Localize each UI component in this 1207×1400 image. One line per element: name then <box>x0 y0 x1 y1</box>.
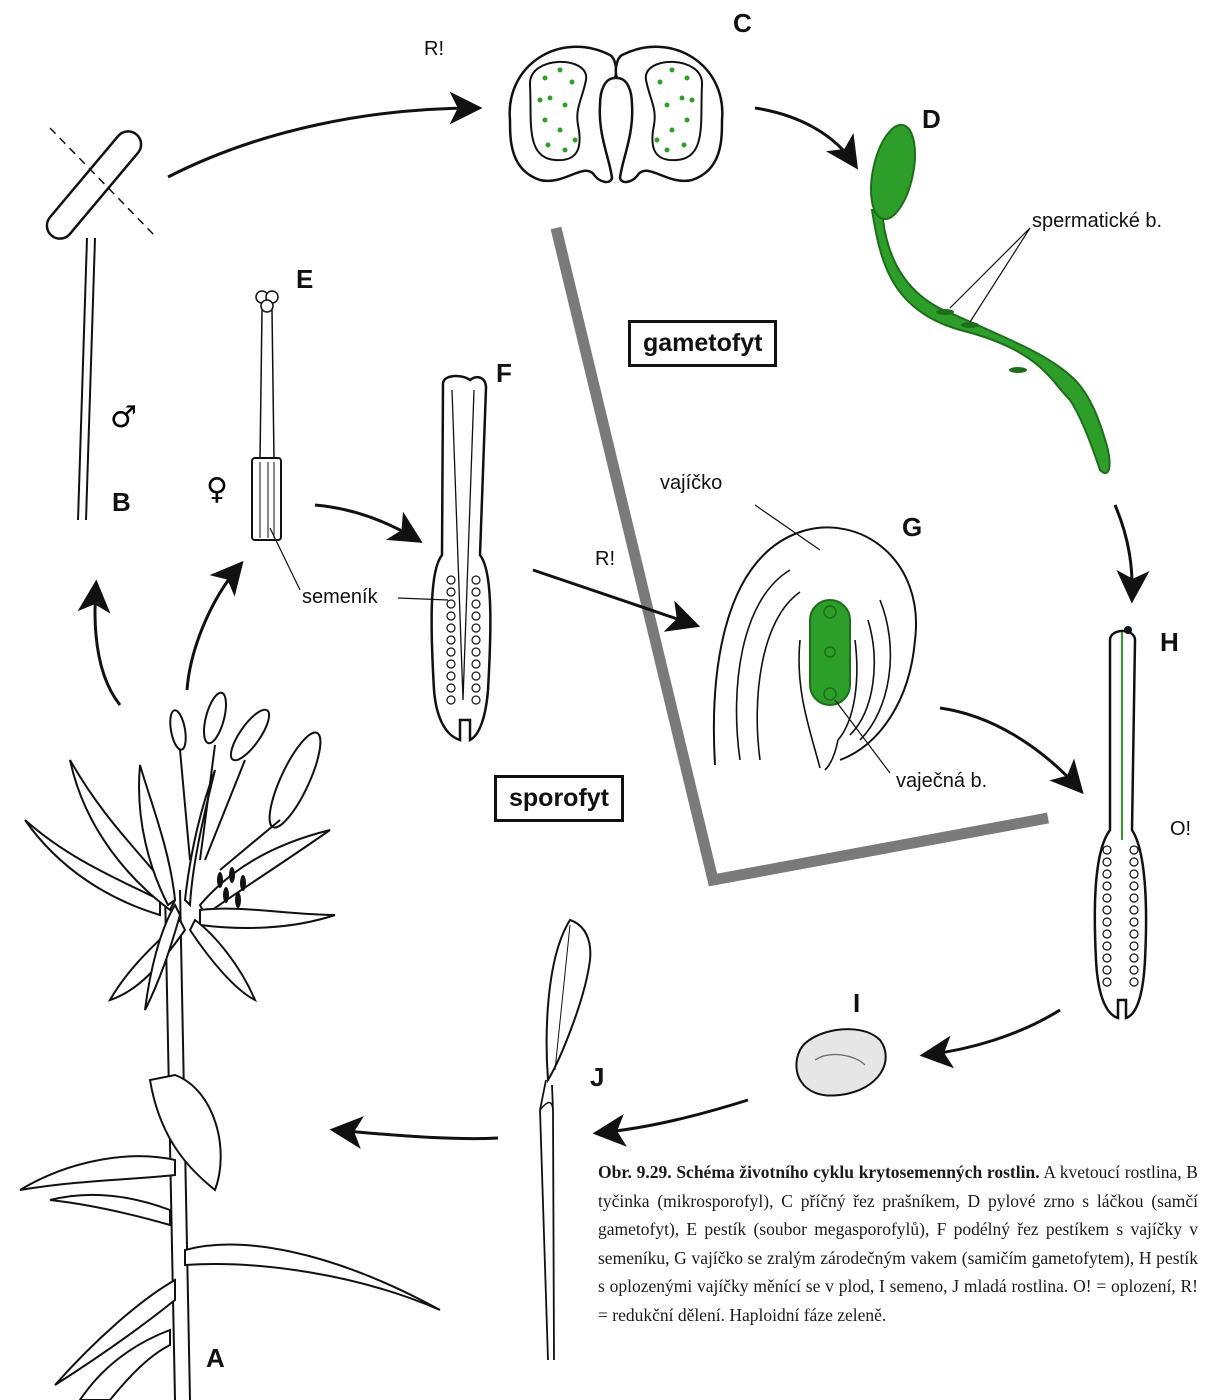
label-d: D <box>922 104 941 135</box>
arrow-h-to-i <box>925 1010 1060 1055</box>
ovary-leader <box>270 528 300 590</box>
label-g: G <box>902 512 922 543</box>
pollen-grain-with-tube <box>863 121 1109 473</box>
reduction-label-top: R! <box>424 38 444 61</box>
caption-title: Obr. 9.29. Schéma životního cyklu krytos… <box>598 1162 1040 1182</box>
label-c: C <box>733 8 752 39</box>
figure-caption: Obr. 9.29. Schéma životního cyklu krytos… <box>598 1158 1198 1329</box>
gametophyte-box: gametofyt <box>628 320 777 367</box>
pistil-fruit-drawing <box>1095 626 1146 1018</box>
arrow-a-to-e <box>187 565 240 690</box>
sporophyte-box: sporofyt <box>494 775 624 822</box>
ovary-label: semeník <box>302 586 378 609</box>
arrow-a-to-b <box>95 585 120 705</box>
label-h: H <box>1160 627 1179 658</box>
pistil-drawing <box>252 291 281 540</box>
stamen-drawing <box>42 126 155 520</box>
female-symbol: ♀ <box>206 472 228 507</box>
ovule-label: vajíčko <box>660 472 722 495</box>
arrow-c-to-d <box>755 108 855 165</box>
anther-cross-section <box>510 47 723 182</box>
arrow-d-to-h <box>1115 505 1132 598</box>
ovule-drawing <box>714 505 916 773</box>
flowering-plant-drawing <box>20 691 440 1400</box>
reduction-label-mid: R! <box>595 548 615 571</box>
cycle-arrows <box>95 108 1132 1139</box>
arrow-e-to-f <box>315 505 418 540</box>
label-f: F <box>496 358 512 389</box>
caption-body: A kvetoucí rostlina, B tyčinka (mikrospo… <box>598 1162 1198 1325</box>
male-symbol: ♂ <box>110 400 137 435</box>
arrow-i-to-j <box>598 1100 748 1133</box>
sperm-cells-label: spermatické b. <box>1032 210 1162 233</box>
label-b: B <box>112 487 131 518</box>
label-i: I <box>853 988 860 1019</box>
label-e: E <box>296 264 313 295</box>
pistil-section-drawing <box>432 376 491 740</box>
label-j: J <box>590 1062 604 1093</box>
young-plant-drawing <box>540 920 590 1360</box>
label-a: A <box>206 1343 225 1374</box>
fertilization-label: O! <box>1170 818 1191 841</box>
arrow-f-to-g <box>533 570 695 625</box>
seed-drawing <box>796 1029 885 1095</box>
arrow-b-to-c <box>168 108 477 177</box>
egg-cell-label: vaječná b. <box>896 770 987 793</box>
arrow-j-to-a <box>335 1130 498 1139</box>
